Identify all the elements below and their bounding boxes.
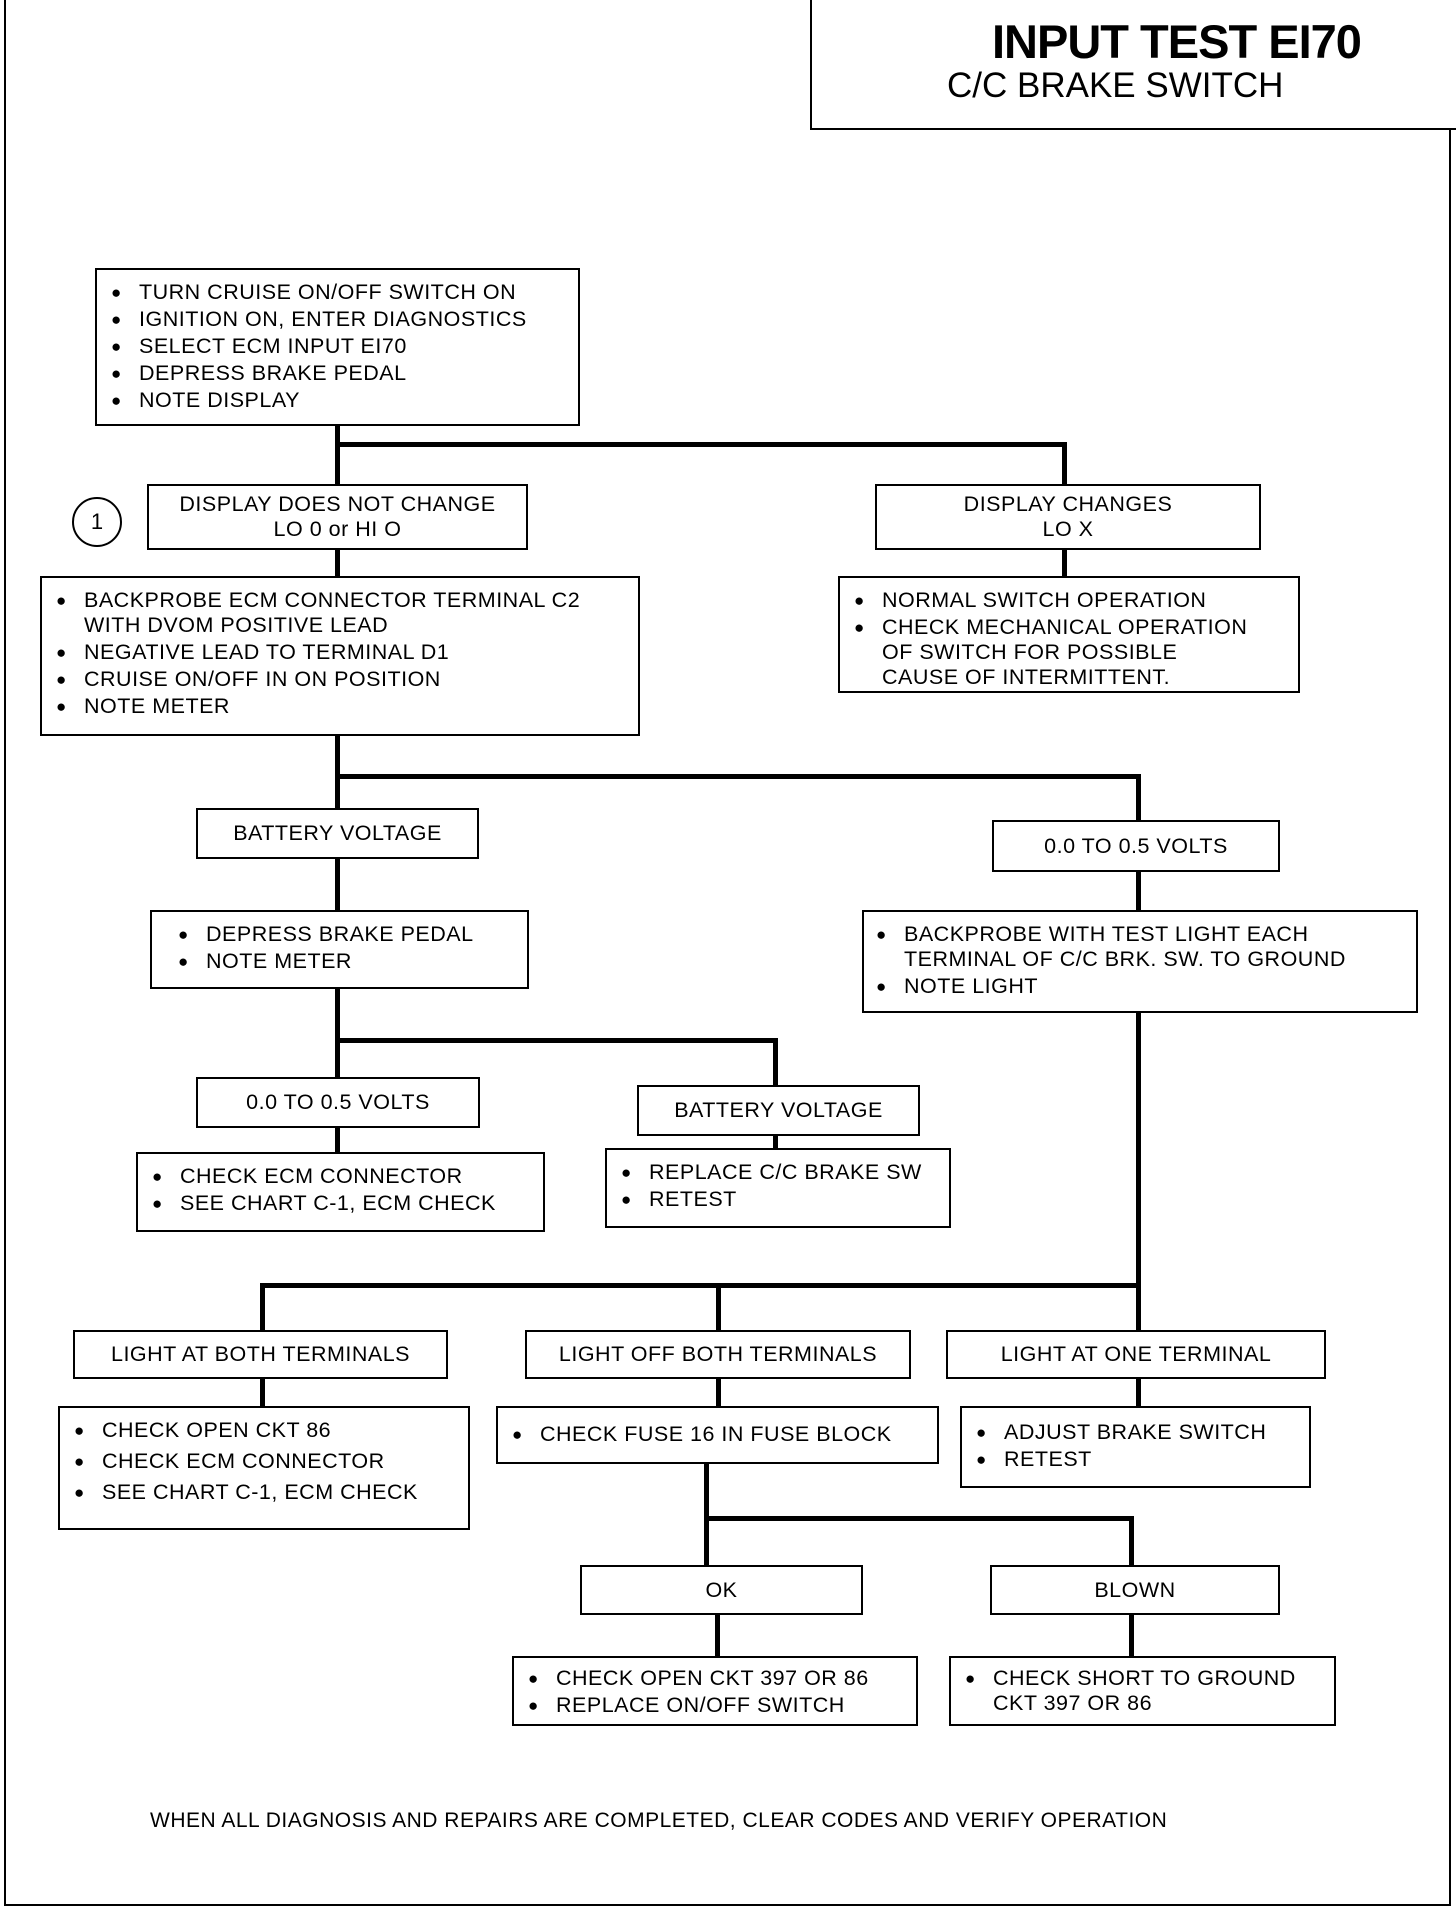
normal-operation-box: NORMAL SWITCH OPERATION CHECK MECHANICAL… (838, 576, 1300, 693)
step-item: NEGATIVE LEAD TO TERMINAL D1 (56, 640, 628, 665)
battery-voltage-label: BATTERY VOLTAGE (674, 1098, 883, 1122)
light-off-box: LIGHT OFF BOTH TERMINALS (525, 1330, 911, 1379)
connector-line (335, 1126, 340, 1154)
depress-brake-box: DEPRESS BRAKE PEDAL NOTE METER (150, 910, 529, 989)
step-item: CRUISE ON/OFF IN ON POSITION (56, 667, 628, 692)
light-one-box: LIGHT AT ONE TERMINAL (946, 1330, 1326, 1379)
light-one-label: LIGHT AT ONE TERMINAL (1000, 1342, 1272, 1366)
step-item: RETEST (976, 1447, 1299, 1472)
battery-voltage-box-1: BATTERY VOLTAGE (196, 808, 479, 859)
page-frame (4, 0, 1451, 1906)
connector-line (335, 734, 340, 808)
connector-line (260, 1377, 265, 1407)
step-item: TURN CRUISE ON/OFF SWITCH ON (111, 280, 568, 305)
connector-line (335, 1038, 778, 1043)
connector-line (335, 857, 340, 911)
connector-line (335, 424, 340, 484)
blown-label: BLOWN (1094, 1577, 1176, 1602)
step-item: CHECK ECM CONNECTOR (152, 1164, 533, 1189)
check-ecm-box: CHECK ECM CONNECTOR SEE CHART C-1, ECM C… (136, 1152, 545, 1232)
low-volts-label: 0.0 TO 0.5 VOLTS (246, 1090, 430, 1114)
step-item: CHECK ECM CONNECTOR (74, 1449, 458, 1474)
step-item: NORMAL SWITCH OPERATION (854, 588, 1288, 613)
connector-line (260, 1283, 1141, 1288)
connector-line (260, 1283, 265, 1331)
connector-line (1136, 870, 1141, 912)
step-number-marker: 1 (72, 497, 122, 547)
connector-line (715, 1611, 720, 1658)
connector-line (1136, 1377, 1141, 1407)
light-both-label: LIGHT AT BOTH TERMINALS (110, 1342, 411, 1366)
light-both-box: LIGHT AT BOTH TERMINALS (73, 1330, 448, 1379)
connector-line (716, 1377, 721, 1407)
check-short-box: CHECK SHORT TO GROUND CKT 397 OR 86 (949, 1656, 1336, 1726)
connector-line (704, 1516, 1134, 1521)
low-volts-box-2: 0.0 TO 0.5 VOLTS (196, 1077, 480, 1128)
step-item: CHECK OPEN CKT 397 OR 86 (528, 1666, 906, 1691)
low-volts-box-1: 0.0 TO 0.5 VOLTS (992, 820, 1280, 872)
step-item: BACKPROBE WITH TEST LIGHT EACH TERMINAL … (876, 922, 1406, 972)
step-item: BACKPROBE ECM CONNECTOR TERMINAL C2 WITH… (56, 588, 628, 638)
display-no-change-box: DISPLAY DOES NOT CHANGE LO 0 or HI O (147, 484, 528, 550)
adjust-switch-box: ADJUST BRAKE SWITCH RETEST (960, 1406, 1311, 1488)
connector-line (1129, 1516, 1134, 1566)
connector-line (335, 548, 340, 578)
connector-line (1136, 1011, 1141, 1332)
connector-line (1062, 548, 1067, 578)
step-item: SEE CHART C-1, ECM CHECK (152, 1191, 533, 1216)
connector-line (773, 1038, 778, 1086)
check-fuse-box: CHECK FUSE 16 IN FUSE BLOCK (496, 1406, 939, 1464)
connector-line (1129, 1611, 1134, 1658)
low-volts-label: 0.0 TO 0.5 VOLTS (1044, 833, 1228, 858)
title-block: INPUT TEST EI70 C/C BRAKE SWITCH (810, 0, 1456, 130)
step-item: DEPRESS BRAKE PEDAL (178, 922, 517, 947)
step-item: CHECK MECHANICAL OPERATION OF SWITCH FOR… (854, 615, 1288, 690)
ok-label: OK (705, 1577, 738, 1602)
step-item: NOTE DISPLAY (111, 388, 568, 413)
page-title: INPUT TEST EI70 (992, 15, 1362, 68)
step-item: CHECK OPEN CKT 86 (74, 1418, 458, 1443)
step-item: DEPRESS BRAKE PEDAL (111, 361, 568, 386)
step-item: REPLACE ON/OFF SWITCH (528, 1693, 906, 1718)
connector-line (1136, 774, 1141, 820)
step-item: CHECK SHORT TO GROUND CKT 397 OR 86 (965, 1666, 1324, 1716)
connector-line (335, 774, 1141, 779)
light-off-label: LIGHT OFF BOTH TERMINALS (558, 1342, 878, 1366)
step-item: ADJUST BRAKE SWITCH (976, 1420, 1299, 1445)
connector-line (704, 1461, 709, 1565)
check-open-397-box: CHECK OPEN CKT 397 OR 86 REPLACE ON/OFF … (512, 1656, 918, 1726)
check-open-ckt-box: CHECK OPEN CKT 86 CHECK ECM CONNECTOR SE… (58, 1406, 470, 1530)
step-item: NOTE METER (56, 694, 628, 719)
battery-voltage-box-2: BATTERY VOLTAGE (637, 1085, 920, 1136)
connector-line (716, 1283, 721, 1331)
step-item: REPLACE C/C BRAKE SW (621, 1160, 939, 1185)
connector-line (335, 442, 1067, 447)
display-changes-label: DISPLAY CHANGES LO X (963, 492, 1173, 541)
blown-box: BLOWN (990, 1565, 1280, 1615)
start-steps-box: TURN CRUISE ON/OFF SWITCH ON IGNITION ON… (95, 268, 580, 426)
footer-note: WHEN ALL DIAGNOSIS AND REPAIRS ARE COMPL… (150, 1809, 1168, 1832)
battery-voltage-label: BATTERY VOLTAGE (233, 821, 442, 845)
step-item: IGNITION ON, ENTER DIAGNOSTICS (111, 307, 568, 332)
connector-line (1062, 442, 1067, 484)
step-item: CHECK FUSE 16 IN FUSE BLOCK (512, 1422, 927, 1447)
display-no-change-label: DISPLAY DOES NOT CHANGE LO 0 or HI O (179, 492, 496, 541)
replace-switch-box: REPLACE C/C BRAKE SW RETEST (605, 1148, 951, 1228)
step-item: RETEST (621, 1187, 939, 1212)
step-item: SELECT ECM INPUT EI70 (111, 334, 568, 359)
ok-box: OK (580, 1565, 863, 1615)
backprobe-ecm-box: BACKPROBE ECM CONNECTOR TERMINAL C2 WITH… (40, 576, 640, 736)
step-item: SEE CHART C-1, ECM CHECK (74, 1480, 458, 1505)
step-item: NOTE METER (178, 949, 517, 974)
connector-line (335, 987, 340, 1077)
page-subtitle: C/C BRAKE SWITCH (947, 66, 1284, 105)
display-changes-box: DISPLAY CHANGES LO X (875, 484, 1261, 550)
test-light-box: BACKPROBE WITH TEST LIGHT EACH TERMINAL … (862, 910, 1418, 1013)
step-item: NOTE LIGHT (876, 974, 1406, 999)
